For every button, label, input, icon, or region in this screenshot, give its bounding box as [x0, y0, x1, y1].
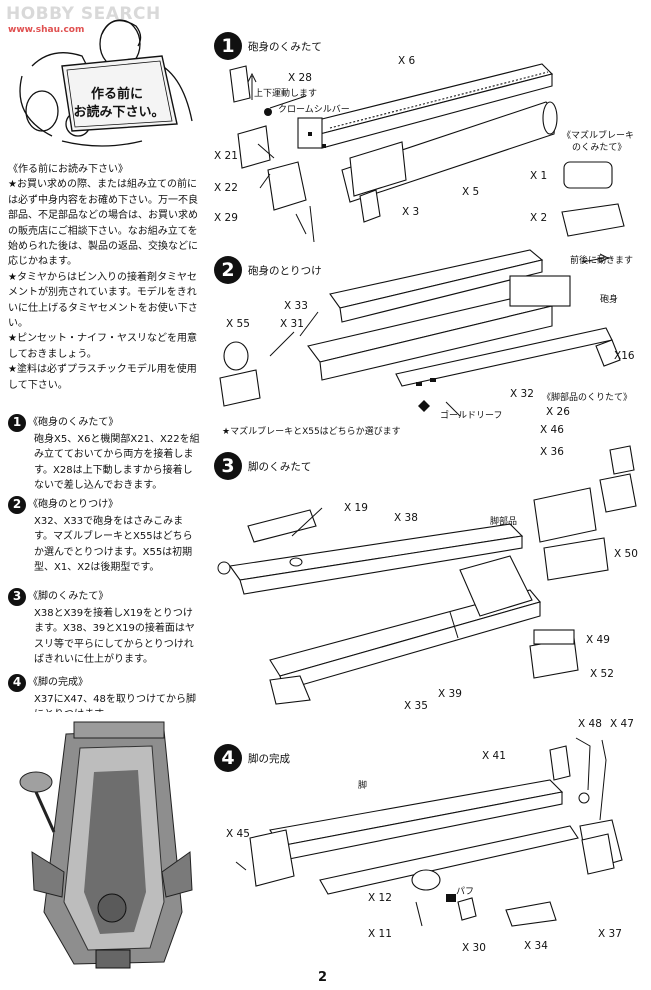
carriage-photo [14, 712, 210, 974]
diagram-title-text: 脚の完成 [248, 752, 290, 765]
label-puff: パフ [456, 887, 475, 897]
label-x35: X 35 [404, 700, 428, 712]
label-x48: X 48 [578, 718, 602, 730]
intro-heading: 《作る前にお読み下さい》 [8, 164, 128, 175]
label-slide-movement: 前後に動きます [570, 256, 634, 266]
label-x55: X 55 [226, 318, 250, 330]
step-number-badge: 4 [214, 744, 242, 772]
label-leg: 脚 [358, 781, 368, 791]
label-x50: X 50 [614, 548, 638, 560]
label-leg-part: 脚部品 [490, 517, 518, 527]
diagram-step-2-title: 2 砲身のとりつけ [214, 256, 322, 284]
label-x12: X 12 [368, 892, 392, 904]
label-x41: X 41 [482, 750, 506, 762]
diagram-step-3-title: 3 脚のくみたて [214, 452, 311, 480]
diagram-title-text: 砲身のとりつけ [248, 264, 322, 277]
intro-paragraph: ★ピンセット・ナイフ・ヤスリなどを用意しておきましょう。 [8, 333, 197, 360]
label-muzzle-note: ★マズルブレーキとX55はどちらか選びます [222, 427, 401, 437]
reading-sign-line1: 作る前に [91, 86, 143, 102]
label-x49: X 49 [586, 634, 610, 646]
label-x30: X 30 [462, 942, 486, 954]
label-x1: X 1 [530, 170, 548, 182]
label-x47: X 47 [610, 718, 634, 730]
label-x28: X 28 [288, 72, 312, 84]
diagram-step-1-drawing [229, 63, 625, 243]
label-x32: X 32 [510, 388, 534, 400]
step-number-badge: 2 [214, 256, 242, 284]
diagram-step-4-title: 4 脚の完成 [214, 744, 290, 772]
label-x37: X 37 [598, 928, 622, 940]
page-number: 2 [318, 970, 328, 985]
label-x33: X 33 [284, 300, 308, 312]
label-x38: X 38 [394, 512, 418, 524]
label-barrel: 砲身 [600, 295, 619, 305]
step-text-title: 《脚の完成》 [28, 677, 88, 689]
watermark-site: HOBBY SEARCH [6, 4, 161, 24]
label-x16: X16 [614, 350, 635, 362]
label-x29: X 29 [214, 212, 238, 224]
label-chrome-silver: クロームシルバー [278, 105, 350, 115]
intro-paragraph: ★塗料は必ずプラスチックモデル用を使用して下さい。 [8, 364, 197, 391]
step-number-badge: 3 [8, 588, 26, 606]
label-gold-leaf: ゴールドリーフ [440, 411, 503, 421]
label-x3: X 3 [402, 206, 420, 218]
label-x45: X 45 [226, 828, 250, 840]
label-x5: X 5 [462, 186, 480, 198]
label-updown: 上下運動します [254, 89, 318, 99]
step-text-title: 《砲身のくみたて》 [28, 417, 119, 429]
label-x2: X 2 [530, 212, 548, 224]
label-x21: X 21 [214, 150, 238, 162]
step-text-title: 《砲身のとりつけ》 [28, 499, 119, 511]
diagram-title-text: 砲身のくみたて [248, 40, 322, 53]
step-text-1: 1 《砲身のくみたて》 砲身X5、X6と機関部X21、X22を組み立てておいてか… [8, 414, 202, 494]
diagram-step-2-drawing [219, 249, 621, 417]
label-x26: X 26 [546, 406, 570, 418]
step-text-body: X32、X33で砲身をはさみこみます。マズルブレーキとX55はどちらか選んでとり… [34, 516, 193, 574]
step-text-3: 3 《脚のくみたて》 X38とX39を接着しX19をとりつけます。X38、39と… [8, 588, 202, 668]
diagram-title-text: 脚のくみたて [248, 460, 312, 473]
intro-paragraph: ★お買い求めの際、または組み立ての前には必ず中身内容をお確め下さい。万一不良部品… [8, 179, 198, 268]
watermark-url: www.shau.com [8, 25, 85, 35]
label-x36: X 36 [540, 446, 564, 458]
label-x11: X 11 [368, 928, 392, 940]
label-x31: X 31 [280, 318, 304, 330]
label-muzzle-assembly: 《マズルブレーキ [562, 131, 635, 141]
label-x6: X 6 [398, 55, 416, 67]
step-number-badge: 4 [8, 674, 26, 692]
label-x52: X 52 [590, 668, 614, 680]
diagram-step-3-drawing [217, 445, 637, 705]
diagram-step-4-drawing [235, 737, 623, 927]
step-number-badge: 2 [8, 496, 26, 514]
step-text-body: X38とX39を接着しX19をとりつけます。X38、39とX19の接着面はヤスリ… [34, 608, 195, 666]
label-x46: X 46 [540, 424, 564, 436]
label-leg-parts-assembly: 《脚部品のくりたて》 [542, 393, 633, 403]
reading-person-illustration: 作る前に お読み下さい。 [19, 19, 193, 147]
step-text-title: 《脚のくみたて》 [28, 591, 109, 603]
intro-paragraph: ★タミヤからはビン入りの接着剤タミヤセメントが別売されています。モデルをきれいに… [8, 271, 198, 330]
step-text-2: 2 《砲身のとりつけ》 X32、X33で砲身をはさみこみます。マズルブレーキとX… [8, 496, 202, 576]
label-x34: X 34 [524, 940, 548, 952]
step-number-badge: 1 [214, 32, 242, 60]
label-muzzle-assembly-2: のくみたて》 [572, 143, 627, 153]
diagram-step-1-title: 1 砲身のくみたて [214, 32, 322, 60]
label-x22: X 22 [214, 182, 238, 194]
reading-sign-line2: お読み下さい。 [73, 104, 164, 120]
label-x39: X 39 [438, 688, 462, 700]
label-x19: X 19 [344, 502, 368, 514]
step-number-badge: 1 [8, 414, 26, 432]
step-text-body: 砲身X5、X6と機関部X21、X22を組み立てておいてから両方を接着します。X2… [34, 434, 200, 492]
step-number-badge: 3 [214, 452, 242, 480]
intro-notes: 《作る前にお読み下さい》 ★お買い求めの際、または組み立ての前には必ず中身内容を… [8, 162, 200, 393]
